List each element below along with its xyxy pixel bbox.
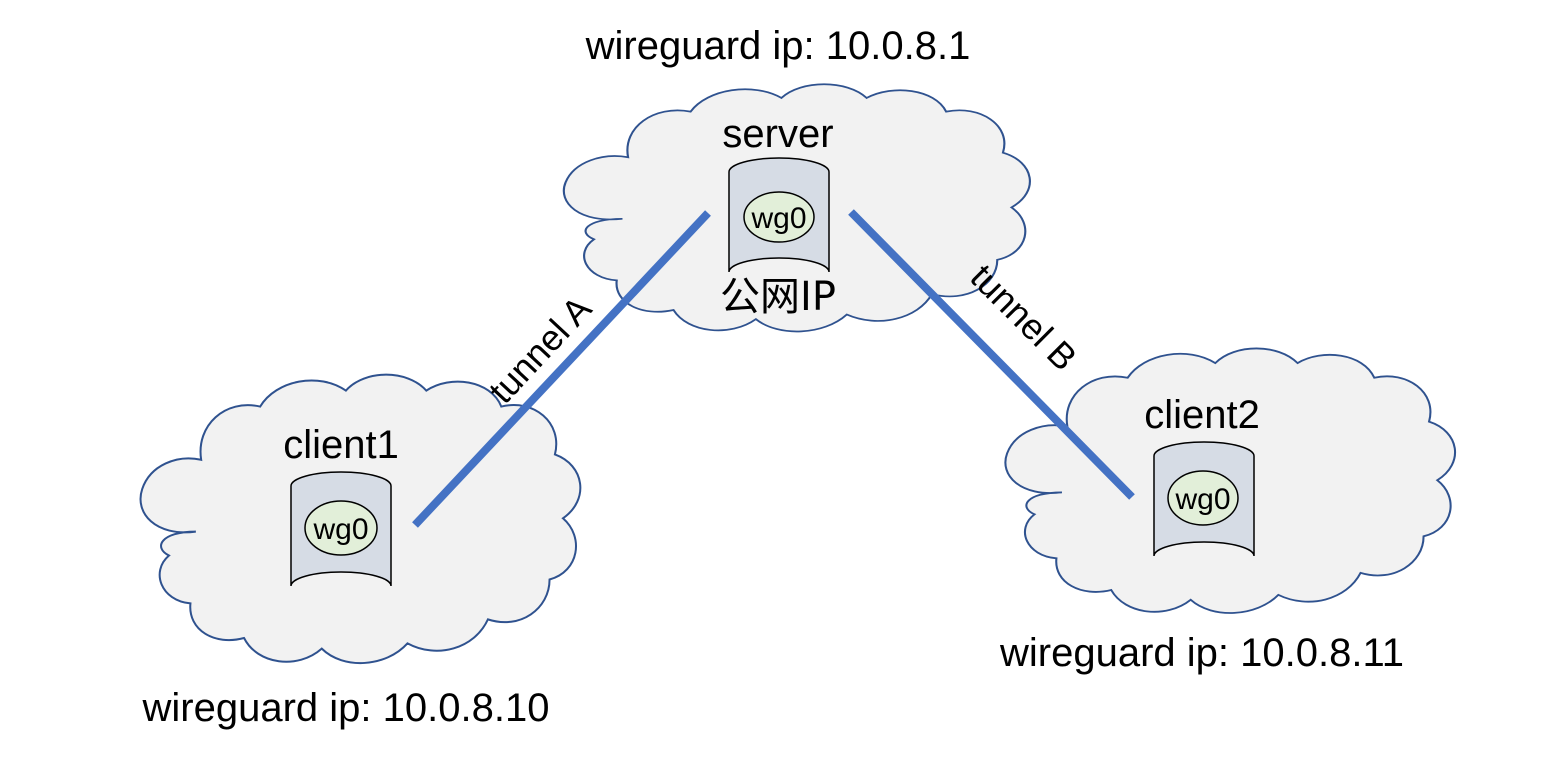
server-public-ip-label: 公网IP [720, 274, 836, 320]
client1-cylinder [290, 471, 392, 587]
tunnel-b-label: tunnel B [963, 256, 1085, 378]
server-cylinder [728, 157, 830, 273]
client2-wg0-label: wg0 [1174, 483, 1230, 516]
tunnel-a-line [412, 210, 711, 528]
client2-cylinder [1153, 441, 1255, 557]
tunnel-b-line [848, 209, 1135, 500]
server-wireguard-ip: wireguard ip: 10.0.8.1 [585, 24, 971, 68]
client1-wg0-label: wg0 [312, 513, 368, 546]
server-label: server [722, 112, 833, 156]
client2-label: client2 [1144, 393, 1260, 437]
client2-wireguard-ip: wireguard ip: 10.0.8.11 [999, 631, 1404, 675]
client1-label: client1 [283, 423, 399, 467]
server-wg0-label: wg0 [750, 202, 806, 235]
server-wg0-oval [743, 191, 815, 243]
client1-wg0-oval [304, 500, 378, 556]
client1-wireguard-ip: wireguard ip: 10.0.8.10 [142, 686, 550, 730]
client2-wg0-oval [1167, 470, 1239, 526]
